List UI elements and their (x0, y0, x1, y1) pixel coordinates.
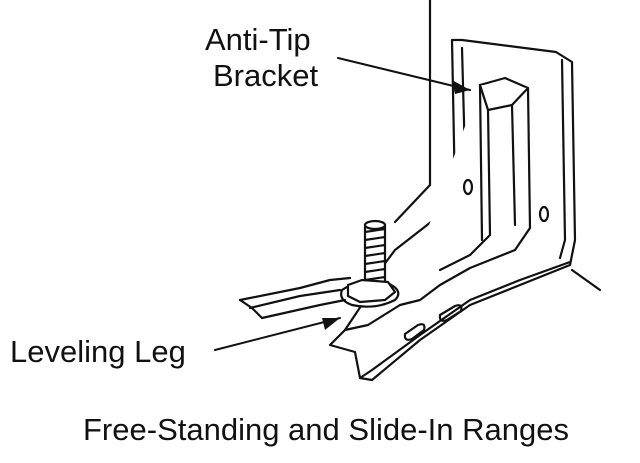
leg-leader-line (215, 318, 340, 350)
leveling-leg-label: Leveling Leg (10, 336, 186, 367)
anti-tip-bracket-label-line1: Anti-Tip (205, 24, 311, 55)
leveling-leg-bolt (365, 221, 385, 285)
bracket-leader-line (338, 58, 470, 90)
figure-caption: Free-Standing and Slide-In Ranges (83, 414, 569, 445)
floor-right-edge (572, 270, 600, 290)
anti-tip-bracket-label-line2: Bracket (213, 60, 318, 91)
leg-arrowhead (322, 318, 340, 330)
floor-edge-line (395, 185, 430, 222)
leveling-leg-foot (348, 280, 395, 302)
